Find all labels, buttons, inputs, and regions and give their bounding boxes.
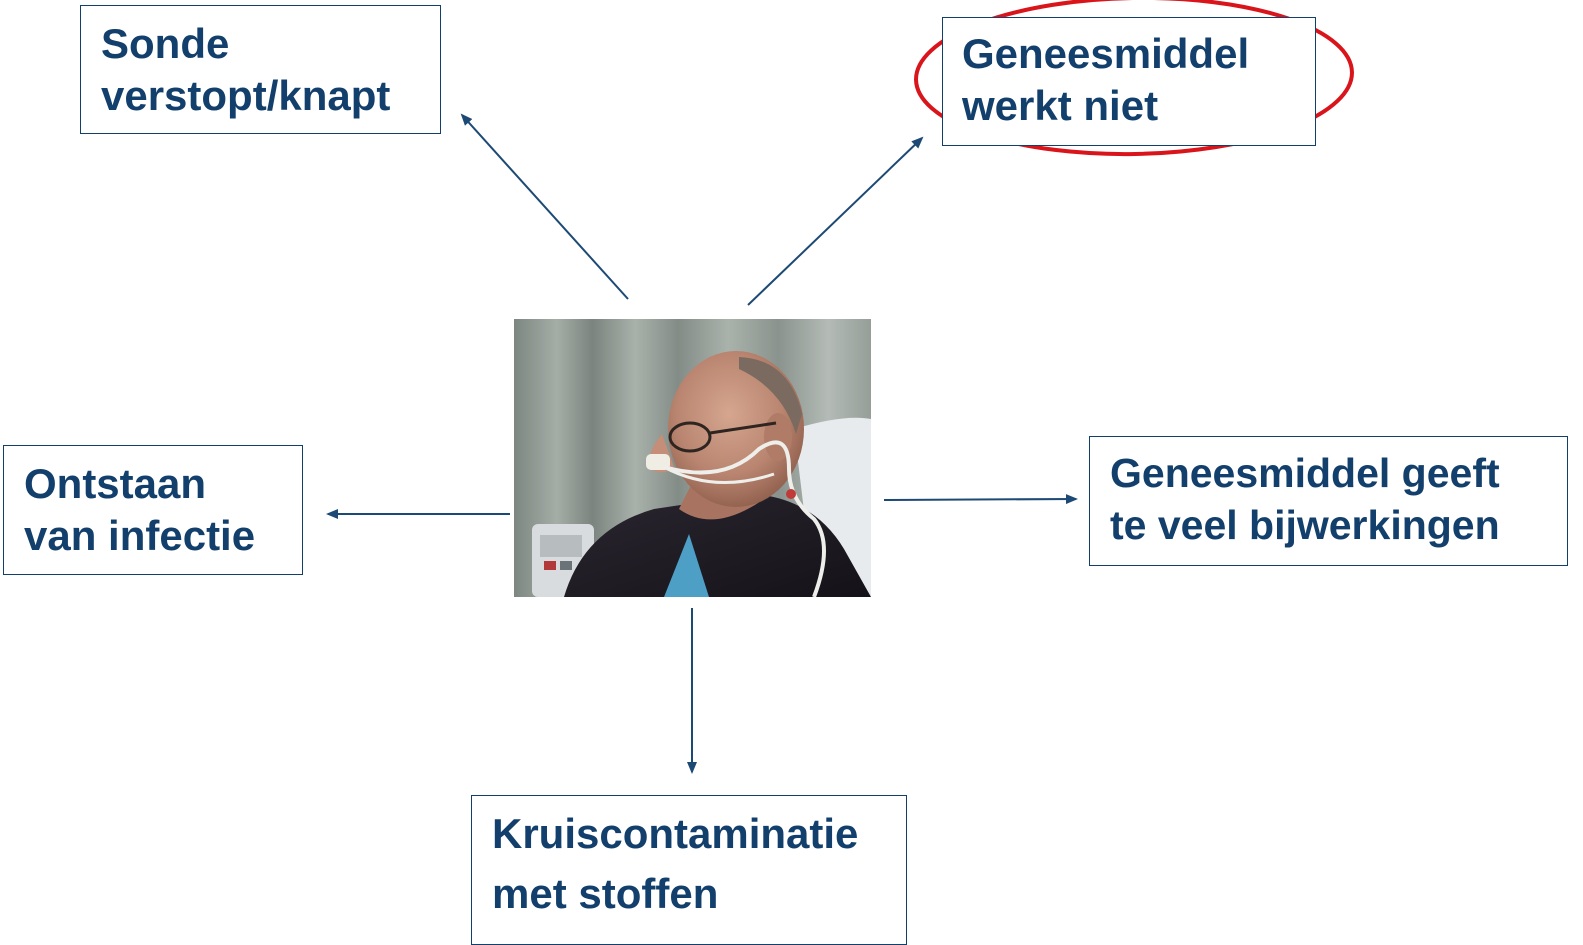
box-infectie-line2: van infectie [24, 512, 256, 559]
patient-photo [514, 319, 871, 597]
box-bijwerkingen-line1: Geneesmiddel geeft [1110, 450, 1500, 496]
arrow-to-werkt-niet [747, 136, 924, 306]
box-kruis-line1: Kruiscontaminatie [492, 810, 859, 857]
box-ontstaan-infectie: Ontstaan van infectie [3, 445, 303, 575]
box-infectie-line1: Ontstaan [24, 460, 207, 507]
arrow-to-bijwerkingen [883, 494, 1078, 505]
patient-with-nasal-feeding-tube-photo-icon [514, 319, 871, 597]
box-werkt-line2: werkt niet [962, 82, 1159, 129]
box-kruis-line2: met stoffen [492, 870, 719, 917]
box-sonde-line1: Sonde [101, 20, 230, 67]
arrow-to-sonde [460, 113, 629, 300]
box-sonde-line2: verstopt/knapt [101, 72, 391, 119]
box-werkt-line1: Geneesmiddel [962, 30, 1250, 77]
box-bijwerkingen-line2: te veel bijwerkingen [1110, 502, 1500, 548]
box-kruiscontaminatie: Kruiscontaminatie met stoffen [471, 795, 907, 945]
box-sonde-verstopt: Sonde verstopt/knapt [80, 5, 441, 134]
box-geneesmiddel-bijwerkingen: Geneesmiddel geeft te veel bijwerkingen [1089, 436, 1568, 566]
box-geneesmiddel-werkt-niet: Geneesmiddel werkt niet [942, 17, 1316, 146]
